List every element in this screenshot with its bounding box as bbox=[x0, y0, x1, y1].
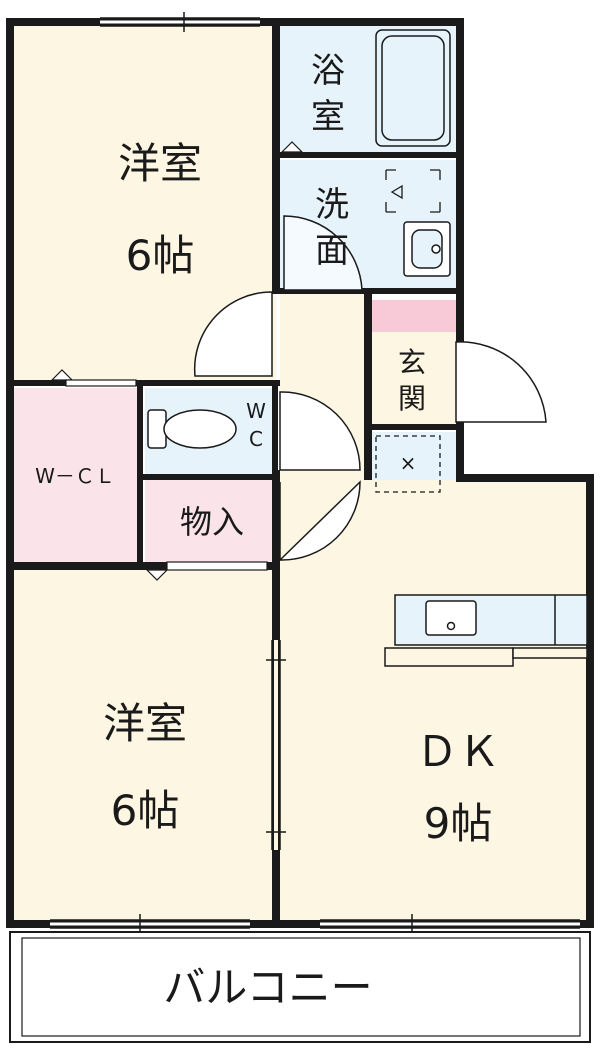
balcony bbox=[9, 931, 591, 1043]
label-dk-name: ＤＫ bbox=[416, 727, 500, 776]
door-western-1 bbox=[193, 291, 273, 377]
label-western-1-size: 6帖 bbox=[126, 231, 195, 280]
shoe-closet-x-icon: × bbox=[400, 451, 417, 475]
entrance-step bbox=[372, 300, 456, 332]
door-entrance bbox=[455, 341, 547, 423]
door-toilet bbox=[279, 391, 361, 471]
kitchen-counter bbox=[384, 594, 588, 667]
label-washroom-2: 面 bbox=[315, 231, 349, 271]
label-entrance-1: 玄 bbox=[398, 346, 426, 379]
label-western-2-size: 6帖 bbox=[111, 786, 180, 835]
washing-machine-space bbox=[385, 169, 441, 213]
room-storage bbox=[145, 480, 276, 564]
label-washroom-1: 洗 bbox=[315, 185, 349, 225]
label-balcony: バルコニー bbox=[163, 963, 372, 1012]
label-storage: 物入 bbox=[180, 503, 244, 541]
doors bbox=[193, 215, 547, 562]
closet-markers bbox=[50, 141, 304, 581]
room-bath bbox=[280, 22, 456, 156]
label-toilet-2: C bbox=[249, 427, 263, 451]
toilet-fixture bbox=[147, 409, 237, 449]
label-dk-size: 9帖 bbox=[424, 799, 493, 848]
label-wcl: W－ＣＬ bbox=[35, 464, 115, 488]
wash-basin bbox=[403, 221, 451, 277]
label-western-2-name: 洋室 bbox=[103, 699, 187, 748]
door-washroom bbox=[283, 215, 363, 291]
door-hall-dk bbox=[279, 480, 361, 562]
room-western-2 bbox=[10, 568, 276, 924]
label-entrance-2: 関 bbox=[398, 382, 426, 415]
room-dk bbox=[280, 480, 592, 924]
label-bath-2: 室 bbox=[311, 97, 345, 137]
label-bath-1: 浴 bbox=[311, 51, 345, 91]
window-marks bbox=[50, 12, 580, 934]
shoe-closet-mark bbox=[375, 435, 441, 493]
room-wcl bbox=[10, 388, 141, 564]
label-toilet-1: W bbox=[246, 399, 266, 423]
label-western-1-name: 洋室 bbox=[118, 139, 202, 188]
bathtub bbox=[375, 29, 451, 147]
